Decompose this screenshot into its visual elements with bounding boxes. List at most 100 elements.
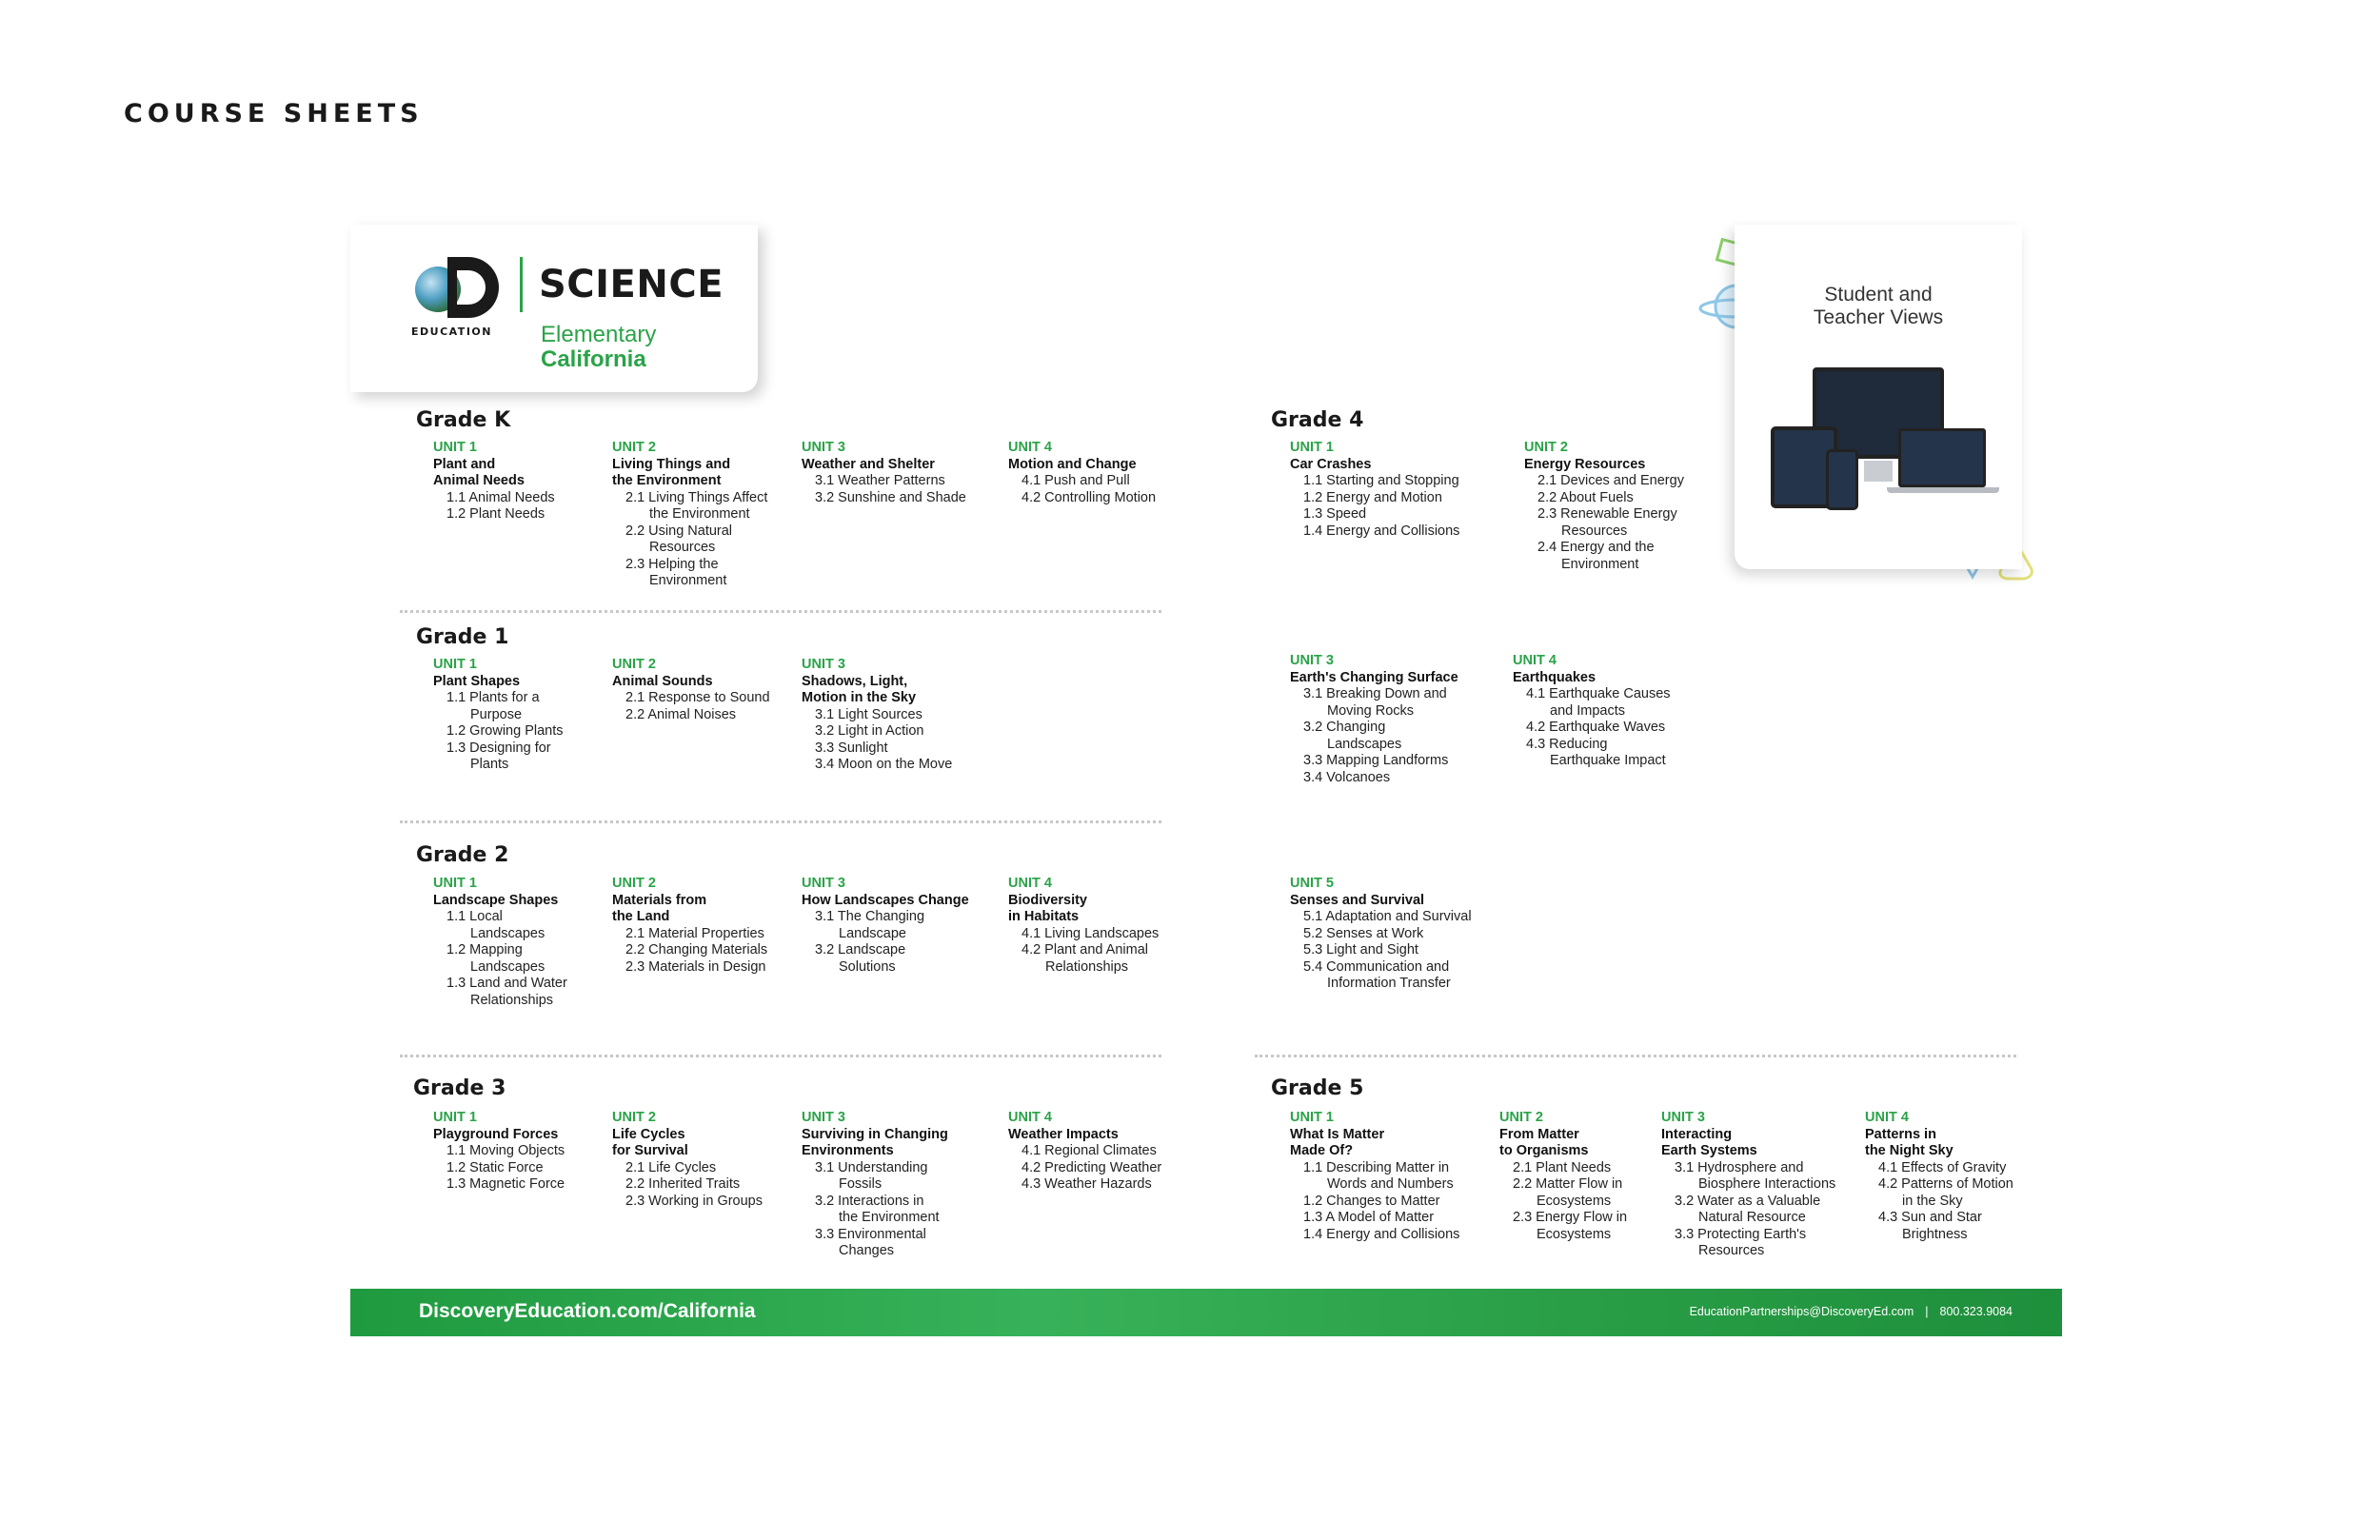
unit-name: Life Cycles [612, 1126, 685, 1142]
lesson-item: 2.1 Plant Needs [1499, 1160, 1627, 1177]
lesson-item: 4.2 Predicting Weather [1008, 1160, 1161, 1177]
lesson-title: 4.1 Living Landscapes [1021, 925, 1160, 941]
lesson-title-cont: the Environment [839, 1210, 940, 1225]
lesson-title-cont: Ecosystems [1537, 1226, 1612, 1242]
unit-label: UNIT 1 [433, 657, 477, 672]
separator [1255, 1055, 2016, 1057]
course-level: Elementary [541, 322, 657, 347]
lesson-title: 4.2 Predicting Weather [1021, 1159, 1162, 1175]
lesson-item: 1.3 Magnetic Force [433, 1176, 565, 1194]
lesson-item: 1.2 Static Force [433, 1160, 565, 1177]
lesson-title: 2.2 Animal Noises [625, 706, 737, 722]
lesson-item: 5.3 Light and Sight [1290, 942, 1472, 959]
lesson-title-cont: and Impacts [1550, 702, 1625, 719]
lesson-title: 1.3 Designing for [446, 740, 551, 756]
lesson-title: 2.4 Energy and the [1537, 540, 1655, 555]
separator [400, 1055, 1161, 1057]
lesson-title: 2.3 Materials in Design [625, 958, 766, 975]
lesson-title-cont: Landscape [839, 925, 906, 941]
lesson-title: 1.3 Magnetic Force [446, 1176, 565, 1192]
lesson-title: 3.1 Understanding [815, 1159, 928, 1175]
lesson-title: 1.3 A Model of Matter [1303, 1210, 1435, 1225]
lesson-title: 4.1 Push and Pull [1021, 473, 1130, 488]
footer-email-link[interactable]: EducationPartnerships@DiscoveryEd.com [1689, 1305, 1914, 1318]
discovery-education-logo [415, 257, 501, 324]
lesson-title: 4.1 Earthquake Causes [1526, 686, 1671, 701]
lesson-title-cont: Ecosystems [1537, 1193, 1612, 1209]
grade-title: Grade 4 [1271, 408, 1364, 432]
grade-title: Grade 5 [1271, 1076, 1364, 1100]
lesson-title: 2.1 Life Cycles [625, 1159, 717, 1175]
unit-name: Environments [802, 1143, 894, 1158]
lesson-title: 2.1 Devices and Energy [1537, 473, 1684, 488]
unit-name: Landscape Shapes [433, 892, 559, 908]
lesson-title: 1.2 Growing Plants [446, 723, 564, 739]
unit-name: Patterns in [1865, 1126, 1936, 1142]
grade-title: Grade K [416, 408, 511, 432]
lesson-title: 3.3 Protecting Earth's [1675, 1226, 1807, 1242]
logo-divider [520, 257, 523, 312]
lesson-title: 3.1 Breaking Down and [1303, 686, 1447, 701]
lesson-title: 4.2 Plant and Animal [1021, 942, 1149, 958]
unit-label: UNIT 3 [802, 440, 845, 455]
lesson-title: 3.1 Hydrosphere and [1675, 1159, 1804, 1175]
lesson-title-cont: Fossils [839, 1176, 883, 1192]
unit-name: Motion and Change [1008, 456, 1137, 472]
lesson-item: 2.2 Animal Noises [612, 707, 770, 724]
unit-name: Earth's Changing Surface [1290, 669, 1458, 685]
footer-separator: | [1925, 1305, 1929, 1318]
lesson-title: 2.3 Helping the [625, 556, 719, 572]
unit-name: Motion in the Sky [802, 690, 917, 705]
lesson-title: 3.1 The Changing [815, 909, 925, 924]
footer-url-link[interactable]: DiscoveryEducation.com/California [419, 1300, 756, 1322]
unit-name: Living Things and [612, 456, 731, 472]
lesson-title: 1.2 Static Force [446, 1159, 544, 1175]
lesson-title: 1.2 Changes to Matter [1303, 1193, 1440, 1209]
lesson-title-cont: Landscapes [470, 925, 545, 941]
lesson-title: 2.2 About Fuels [1537, 489, 1634, 505]
unit-name: for Survival [612, 1143, 688, 1158]
lesson-title: 5.4 Communication and [1303, 958, 1450, 975]
lesson-item: 1.2 Changes to Matter [1290, 1194, 1459, 1211]
unit-label: UNIT 2 [612, 657, 656, 672]
lesson-item: 1.1 Starting and Stopping [1290, 473, 1459, 490]
lesson-item: 1.4 Energy and Collisions [1290, 1227, 1459, 1244]
lesson-item: 3.4 Volcanoes [1290, 770, 1458, 787]
lesson-item: 4.2 Controlling Motion [1008, 490, 1156, 507]
grade-title: Grade 1 [416, 625, 509, 649]
lesson-title: 4.2 Controlling Motion [1021, 489, 1157, 505]
lesson-title: 3.2 Water as a Valuable [1675, 1193, 1821, 1209]
lesson-item: 2.1 Devices and Energy [1524, 473, 1684, 490]
unit-label: UNIT 4 [1513, 653, 1557, 668]
grade-title: Grade 2 [416, 843, 509, 867]
lesson-title: 4.1 Regional Climates [1021, 1143, 1157, 1158]
course-state: California [541, 346, 646, 372]
separator [400, 610, 1161, 613]
lesson-title: 4.1 Effects of Gravity [1878, 1159, 2007, 1175]
lesson-title: 1.2 Energy and Motion [1303, 489, 1442, 505]
footer-contact: EducationPartnerships@DiscoveryEd.com|80… [1690, 1305, 2013, 1318]
lesson-title: 4.3 Sun and Star [1878, 1210, 1982, 1225]
unit-label: UNIT 2 [1524, 440, 1568, 455]
lesson-item: 5.1 Adaptation and Survival [1290, 909, 1472, 926]
lesson-title-cont: Words and Numbers [1327, 1176, 1454, 1192]
